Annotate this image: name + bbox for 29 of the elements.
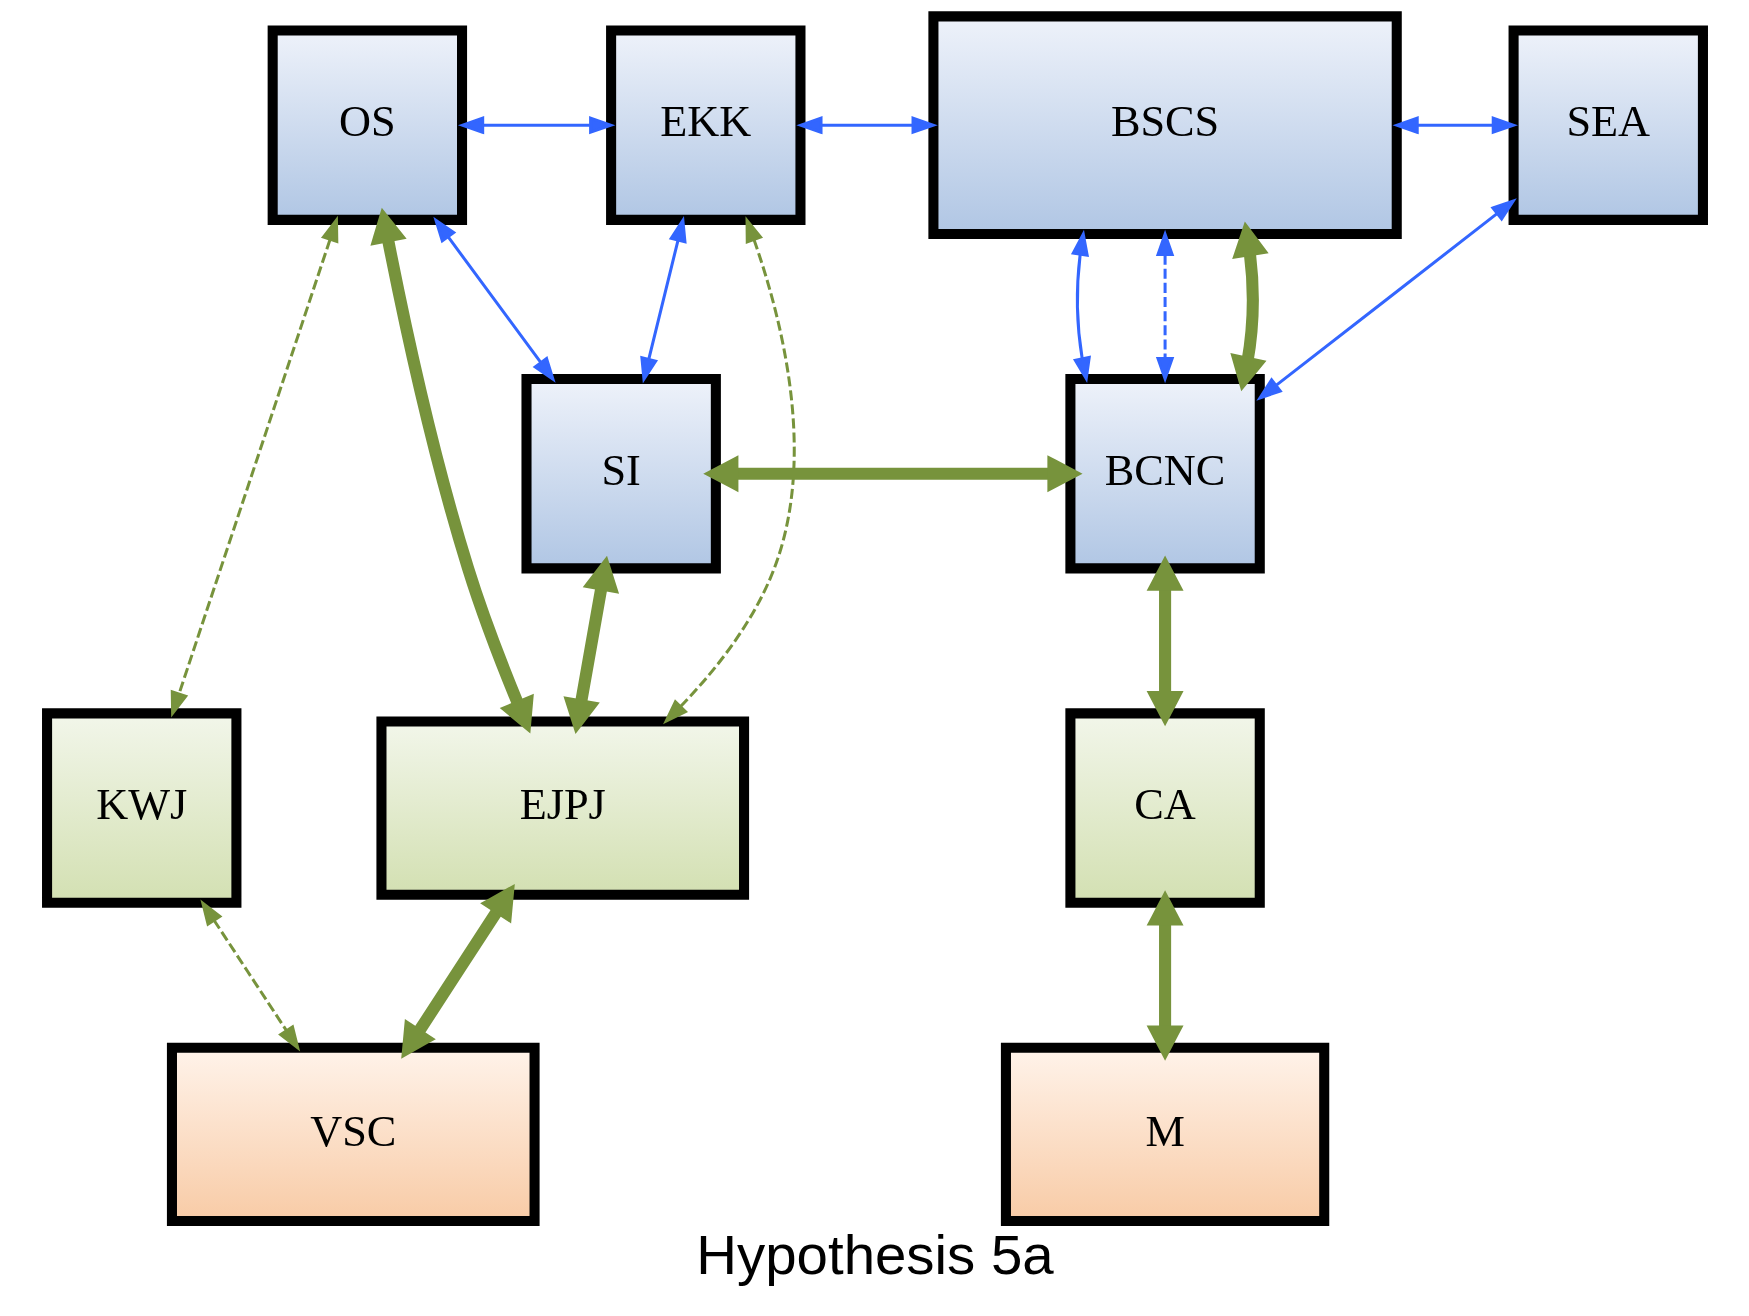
- arrow: [702, 455, 1083, 493]
- node-box: BCNC: [1064, 373, 1265, 574]
- node-box: VSC: [166, 1042, 540, 1227]
- arrow: [170, 215, 338, 718]
- arrow: [199, 899, 300, 1052]
- node-box: BSCS: [927, 11, 1402, 239]
- arrow: [1070, 229, 1091, 384]
- node-box: KWJ: [41, 708, 241, 908]
- node-box: SI: [520, 373, 721, 574]
- node-box: CA: [1064, 708, 1265, 908]
- arrow: [1146, 555, 1184, 727]
- node-box: M: [1000, 1042, 1329, 1227]
- arrow: [795, 116, 938, 135]
- arrow: [1392, 116, 1518, 135]
- node-box: EJPJ: [375, 716, 749, 900]
- arrow: [457, 116, 615, 135]
- arrow: [639, 216, 687, 384]
- node-box: OS: [267, 25, 467, 225]
- node-box: EKK: [605, 25, 805, 225]
- node-box: SEA: [1508, 25, 1708, 225]
- arrow: [400, 883, 515, 1059]
- arrow: [1155, 229, 1174, 384]
- arrow: [1146, 890, 1184, 1061]
- arrow: [562, 555, 619, 734]
- arrow: [432, 216, 556, 383]
- arrow: [662, 216, 796, 725]
- arrow: [1229, 221, 1269, 392]
- arrow: [369, 207, 534, 734]
- arrow: [1255, 198, 1517, 401]
